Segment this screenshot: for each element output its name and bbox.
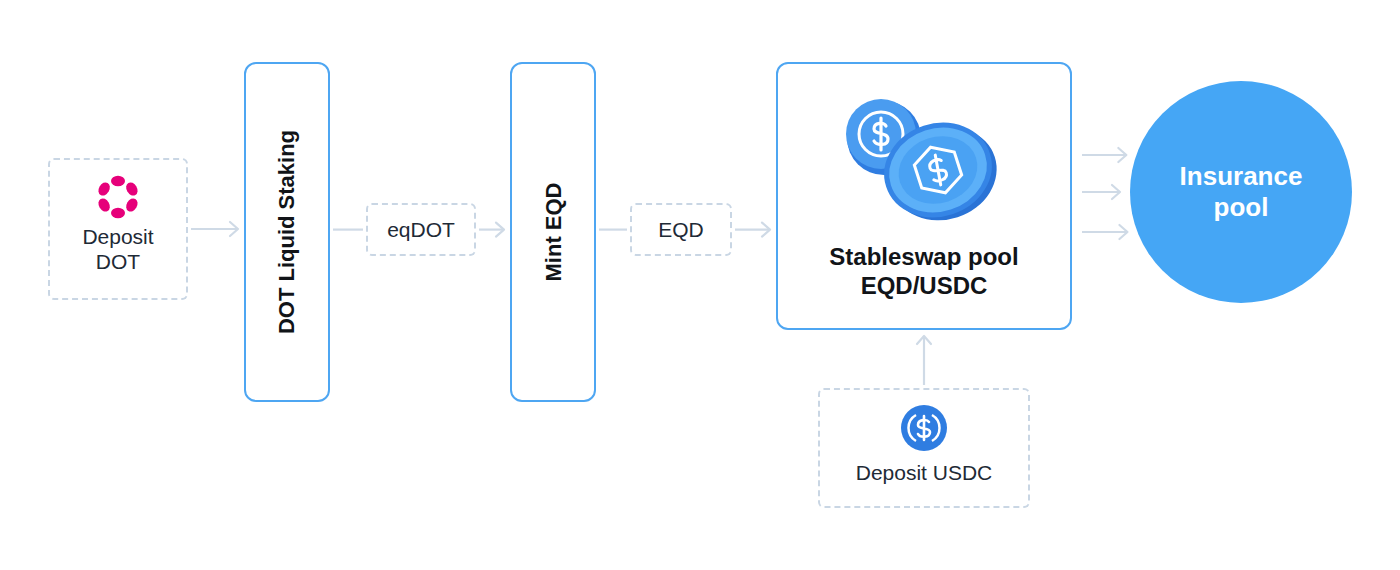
token-box: EQD bbox=[630, 203, 732, 256]
pool-box: Stableswap pool EQD/USDC bbox=[776, 62, 1072, 330]
arrow-line bbox=[1082, 191, 1120, 193]
flow-arrow bbox=[1082, 185, 1120, 199]
flow-arrow bbox=[599, 229, 627, 230]
box-label: Deposit DOT bbox=[66, 224, 170, 274]
flow-arrow bbox=[191, 222, 238, 236]
box-label: DOT Liquid Staking bbox=[274, 130, 300, 334]
coins-illustration bbox=[846, 99, 1009, 235]
arrow-line bbox=[479, 228, 504, 230]
process-box: DOT Liquid Staking bbox=[244, 62, 330, 402]
box-label: Stableswap pool EQD/USDC bbox=[804, 242, 1044, 301]
arrow-head bbox=[496, 223, 504, 237]
flow-arrow bbox=[479, 223, 504, 237]
box-label: Deposit USDC bbox=[856, 460, 993, 485]
polkadot-logo bbox=[96, 176, 140, 218]
arrow-head bbox=[1118, 148, 1126, 162]
flow-arrow bbox=[735, 223, 770, 237]
deposit-box: Deposit DOT bbox=[48, 158, 188, 300]
arrow-line bbox=[599, 228, 627, 230]
arrow-line bbox=[923, 336, 925, 385]
arrow-head bbox=[762, 223, 770, 237]
box-label: eqDOT bbox=[387, 217, 455, 242]
arrow-line bbox=[735, 228, 770, 230]
flow-arrow bbox=[1082, 148, 1126, 162]
process-box: Mint EQD bbox=[510, 62, 596, 402]
arrow-head bbox=[230, 222, 238, 236]
box-label: Mint EQD bbox=[540, 183, 566, 282]
arrow-line bbox=[333, 228, 363, 230]
arrow-line bbox=[191, 228, 238, 230]
flow-arrow bbox=[1082, 225, 1127, 239]
deposit-box: Deposit USDC bbox=[818, 388, 1030, 508]
arrow-head bbox=[917, 336, 931, 344]
arrow-line bbox=[1082, 154, 1126, 156]
circle-label: Insurance pool bbox=[1161, 161, 1321, 223]
pool-circle: Insurance pool bbox=[1130, 81, 1352, 303]
arrow-line bbox=[1082, 231, 1127, 233]
token-box: eqDOT bbox=[366, 203, 476, 256]
usdc-icon bbox=[901, 405, 947, 451]
arrow-head bbox=[1119, 225, 1127, 239]
flow-arrow bbox=[917, 336, 931, 385]
flow-arrow bbox=[333, 229, 363, 230]
arrow-head bbox=[1112, 185, 1120, 199]
box-label: EQD bbox=[658, 217, 704, 242]
